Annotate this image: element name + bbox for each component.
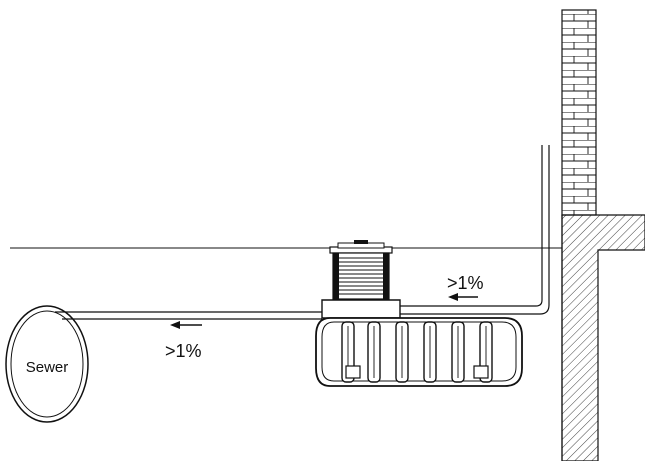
outlet-pipe <box>55 311 322 320</box>
tank-icon <box>315 240 523 387</box>
ground-hatch-icon <box>561 214 645 461</box>
slope-lower-arrow-icon <box>170 321 202 329</box>
slope-lower-label: >1% <box>165 341 202 361</box>
brick-wall-icon <box>561 9 597 216</box>
sewer-icon <box>5 305 89 423</box>
slope-upper-label: >1% <box>447 273 484 293</box>
sewer-label: Sewer <box>26 359 69 376</box>
slope-upper-arrow-icon <box>448 293 478 301</box>
inlet-pipe <box>385 145 550 315</box>
